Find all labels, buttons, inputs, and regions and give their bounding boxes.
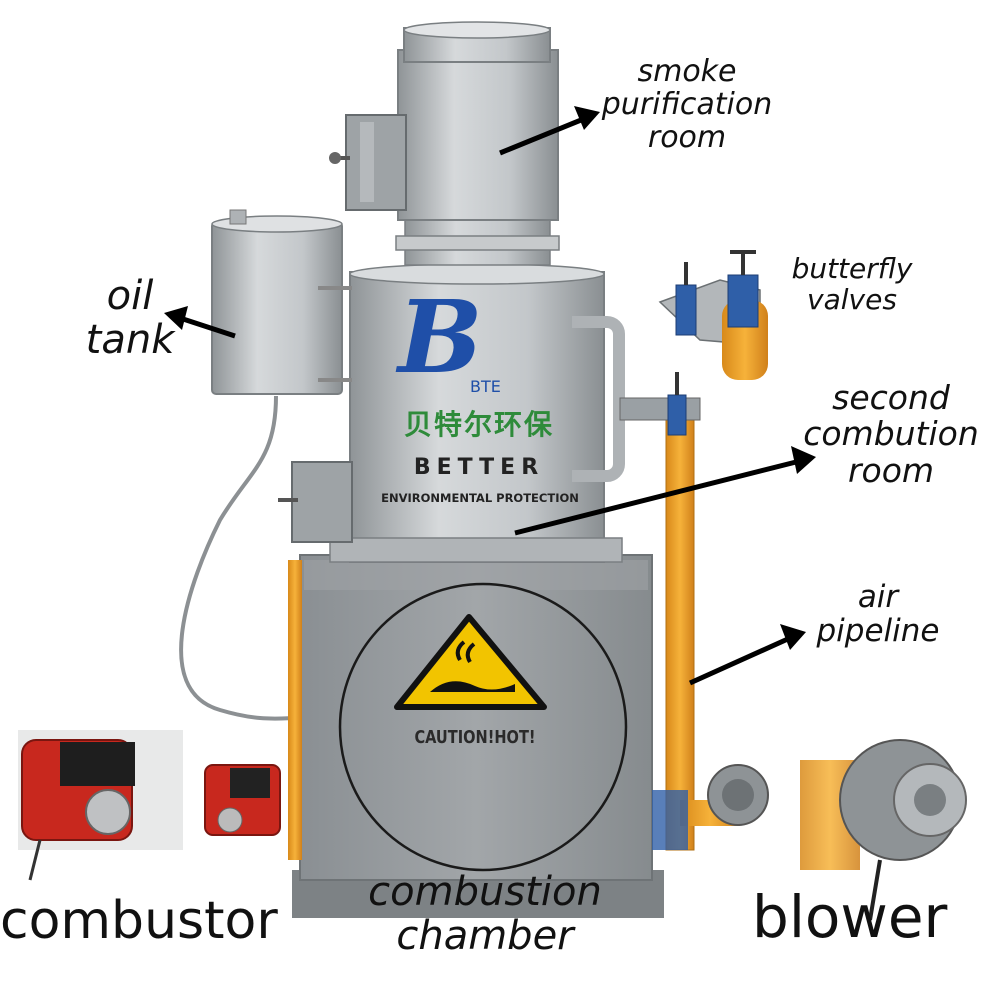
label-blower: blower bbox=[752, 883, 948, 951]
lower-inspection-door bbox=[278, 461, 353, 543]
blower-closeup bbox=[800, 739, 967, 921]
annotation-arrows bbox=[164, 106, 816, 686]
small-blower bbox=[652, 764, 769, 850]
smoke-purification-cylinder bbox=[397, 21, 559, 221]
brand-tagline: ENVIRONMENTAL PROTECTION bbox=[381, 491, 579, 505]
highlight-circle bbox=[338, 582, 628, 872]
combustor-closeup bbox=[18, 730, 183, 881]
caution-text: CAUTION!HOT! bbox=[414, 727, 536, 748]
hot-warning-sign bbox=[394, 614, 547, 710]
logo-letter: B bbox=[398, 278, 483, 396]
butterfly-valves bbox=[658, 250, 768, 436]
label-line: tank bbox=[85, 317, 175, 363]
label-combustion-chamber: combustion chamber bbox=[360, 870, 610, 958]
label-line: oil bbox=[106, 273, 154, 319]
label-line: combution bbox=[803, 414, 979, 454]
logo-sub: BTE bbox=[470, 377, 501, 396]
label-oil-tank: oil tank bbox=[80, 274, 180, 362]
burner-small bbox=[204, 764, 281, 836]
chinese-name: 贝特尔环保 bbox=[403, 408, 554, 441]
label-air-pipeline: air pipeline bbox=[798, 580, 958, 648]
upper-inspection-door bbox=[329, 114, 407, 211]
label-line: second bbox=[832, 378, 950, 417]
label-second-combution-room: second combution room bbox=[796, 378, 986, 490]
brand-name: BETTER bbox=[413, 455, 545, 480]
label-smoke-purification-room: smoke purification room bbox=[592, 55, 782, 154]
label-line: butterfly bbox=[791, 252, 913, 285]
fuel-hose bbox=[179, 395, 301, 721]
second-combustion-cylinder bbox=[329, 263, 623, 563]
label-line: smoke bbox=[637, 54, 737, 89]
label-line: valves bbox=[807, 282, 897, 316]
label-line: room bbox=[847, 450, 935, 490]
label-butterfly-valves: butterfly valves bbox=[772, 252, 932, 316]
label-line: pipeline bbox=[816, 613, 940, 650]
label-combustor: combustor bbox=[0, 891, 278, 951]
air-pipeline bbox=[619, 397, 740, 851]
left-orange-pipe bbox=[288, 560, 302, 860]
label-line: chamber bbox=[396, 913, 574, 959]
label-line: combustion bbox=[368, 869, 602, 915]
oil-tank bbox=[211, 209, 352, 395]
label-line: air bbox=[857, 579, 899, 615]
label-line: purification bbox=[601, 87, 773, 122]
cylinder-handle bbox=[572, 316, 625, 482]
label-line: room bbox=[647, 120, 727, 155]
combustion-chamber-box bbox=[299, 554, 653, 881]
